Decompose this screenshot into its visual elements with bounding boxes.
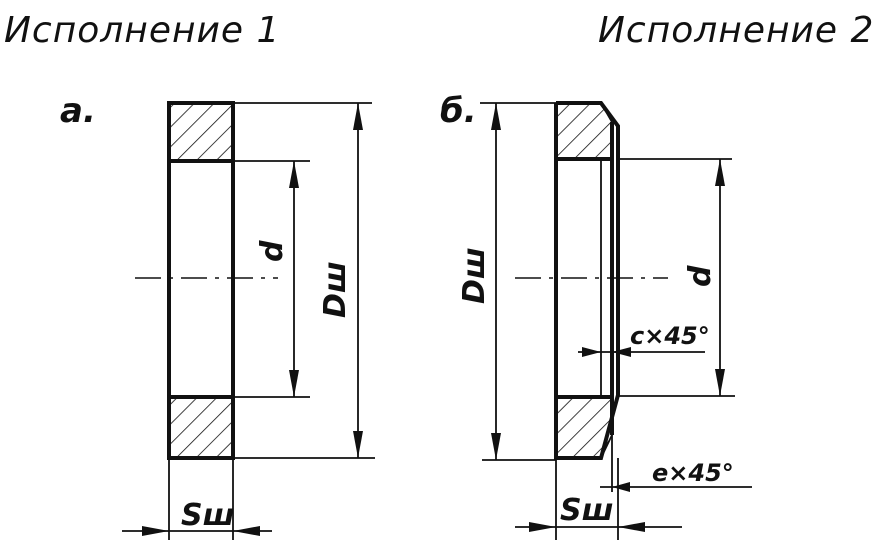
variant-1-Ssh-label: Sш bbox=[181, 498, 234, 533]
variant-1-letter: а. bbox=[60, 91, 96, 131]
variant-1-d-label: d bbox=[255, 240, 290, 262]
variant-2-Dsh-label: Dш bbox=[457, 247, 492, 304]
variant-2-Ssh-label: Sш bbox=[560, 493, 613, 528]
title-variant-1: Исполнение 1 bbox=[4, 10, 280, 51]
variant-1-outline bbox=[167, 101, 235, 460]
variant-2-letter: б. bbox=[440, 91, 477, 131]
variant-2-upper-section bbox=[556, 103, 612, 159]
variant-1-view: а. d Dш Sш bbox=[60, 91, 375, 540]
variant-2-d-label: d bbox=[683, 265, 718, 287]
variant-2-outer-chamfer-label: е×45° bbox=[652, 459, 734, 487]
title-variant-2: Исполнение 2 bbox=[598, 10, 874, 51]
variant-2-inner-chamfer-label: с×45° bbox=[630, 322, 710, 350]
variant-2-view: б. Dш d с×45° bbox=[440, 91, 752, 540]
variant-1-lower-section bbox=[169, 397, 233, 458]
variant-2-lower-section bbox=[556, 397, 612, 458]
variant-1-upper-section bbox=[169, 103, 233, 161]
variant-1-Dsh-label: Dш bbox=[318, 261, 353, 318]
